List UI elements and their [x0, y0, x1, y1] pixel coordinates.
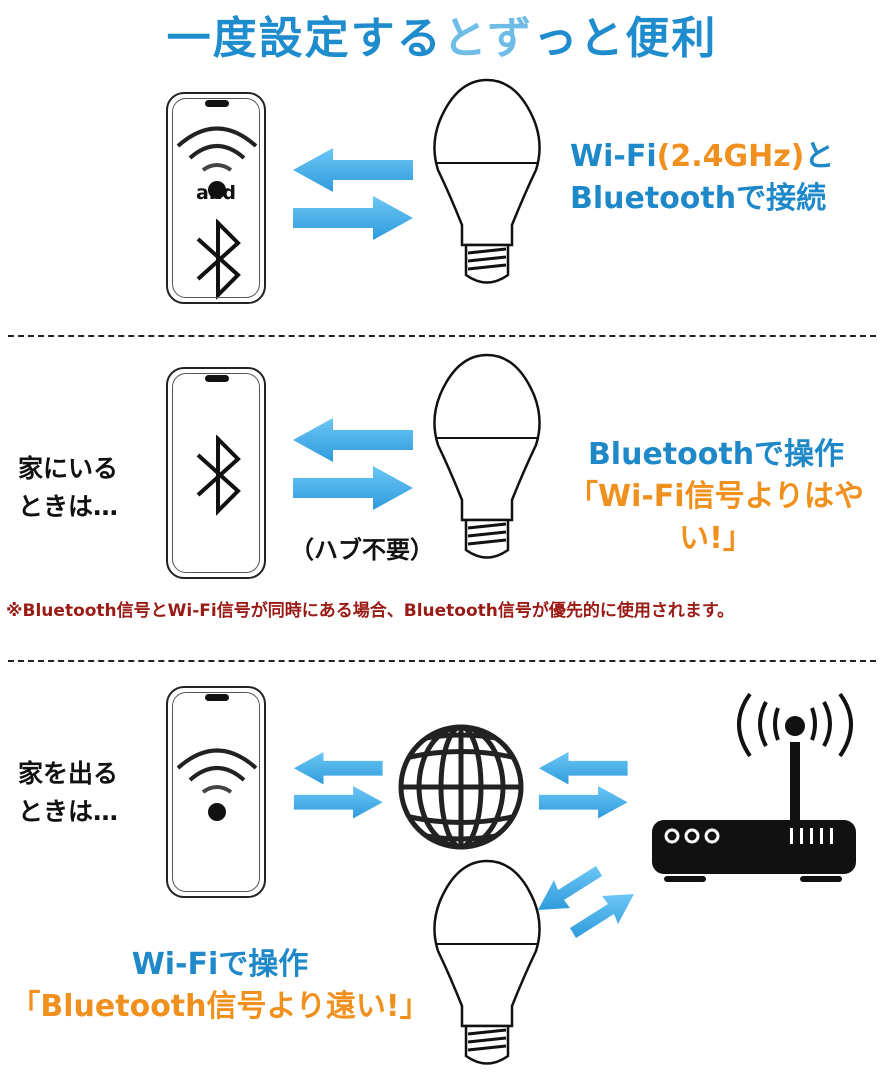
arrow-left-icon	[538, 752, 628, 785]
and-label: and	[196, 182, 236, 204]
arrow-right-icon	[293, 466, 413, 510]
phone-notch	[205, 375, 229, 382]
arrow-right-icon	[538, 786, 628, 819]
light-bulb-icon	[432, 859, 542, 1065]
connection-caption: Wi-Fi(2.4GHz)と Bluetoothで接続	[570, 139, 835, 216]
phone-notch	[205, 694, 229, 701]
arrow-right-icon	[293, 196, 413, 240]
light-bulb-icon	[432, 78, 542, 284]
arrow-left-icon	[293, 418, 413, 462]
divider	[8, 660, 876, 662]
globe-icon	[398, 724, 524, 850]
wifi-icon	[176, 748, 258, 823]
wifi-caption: Wi-Fiで操作 「Bluetooth信号より遠い!」	[10, 947, 430, 1024]
phone-illustration	[166, 686, 266, 898]
arrow-left-icon	[293, 148, 413, 192]
router-icon	[652, 692, 856, 882]
away-from-home-label: 家を出るときは…	[18, 759, 119, 826]
hub-not-required-note: （ハブ不要）	[290, 536, 434, 564]
phone-illustration	[166, 367, 266, 579]
divider	[8, 335, 876, 337]
phone-notch	[205, 100, 229, 107]
wifi-icon	[176, 126, 258, 201]
priority-note: ※Bluetooth信号とWi-Fi信号が同時にある場合、Bluetooth信号…	[6, 601, 735, 621]
light-bulb-icon	[432, 353, 542, 559]
at-home-label: 家にいるときは…	[18, 454, 119, 521]
page-title: 一度設定するとずっと便利	[166, 13, 718, 64]
diagonal-arrows-icon	[538, 866, 634, 938]
phone-illustration: and	[166, 92, 266, 304]
bluetooth-icon	[196, 221, 240, 297]
bluetooth-icon	[196, 437, 240, 513]
bluetooth-caption: Bluetoothで操作 「Wi-Fi信号よりはやい!」	[567, 437, 864, 556]
arrow-right-icon	[293, 786, 383, 819]
arrow-left-icon	[293, 752, 383, 785]
